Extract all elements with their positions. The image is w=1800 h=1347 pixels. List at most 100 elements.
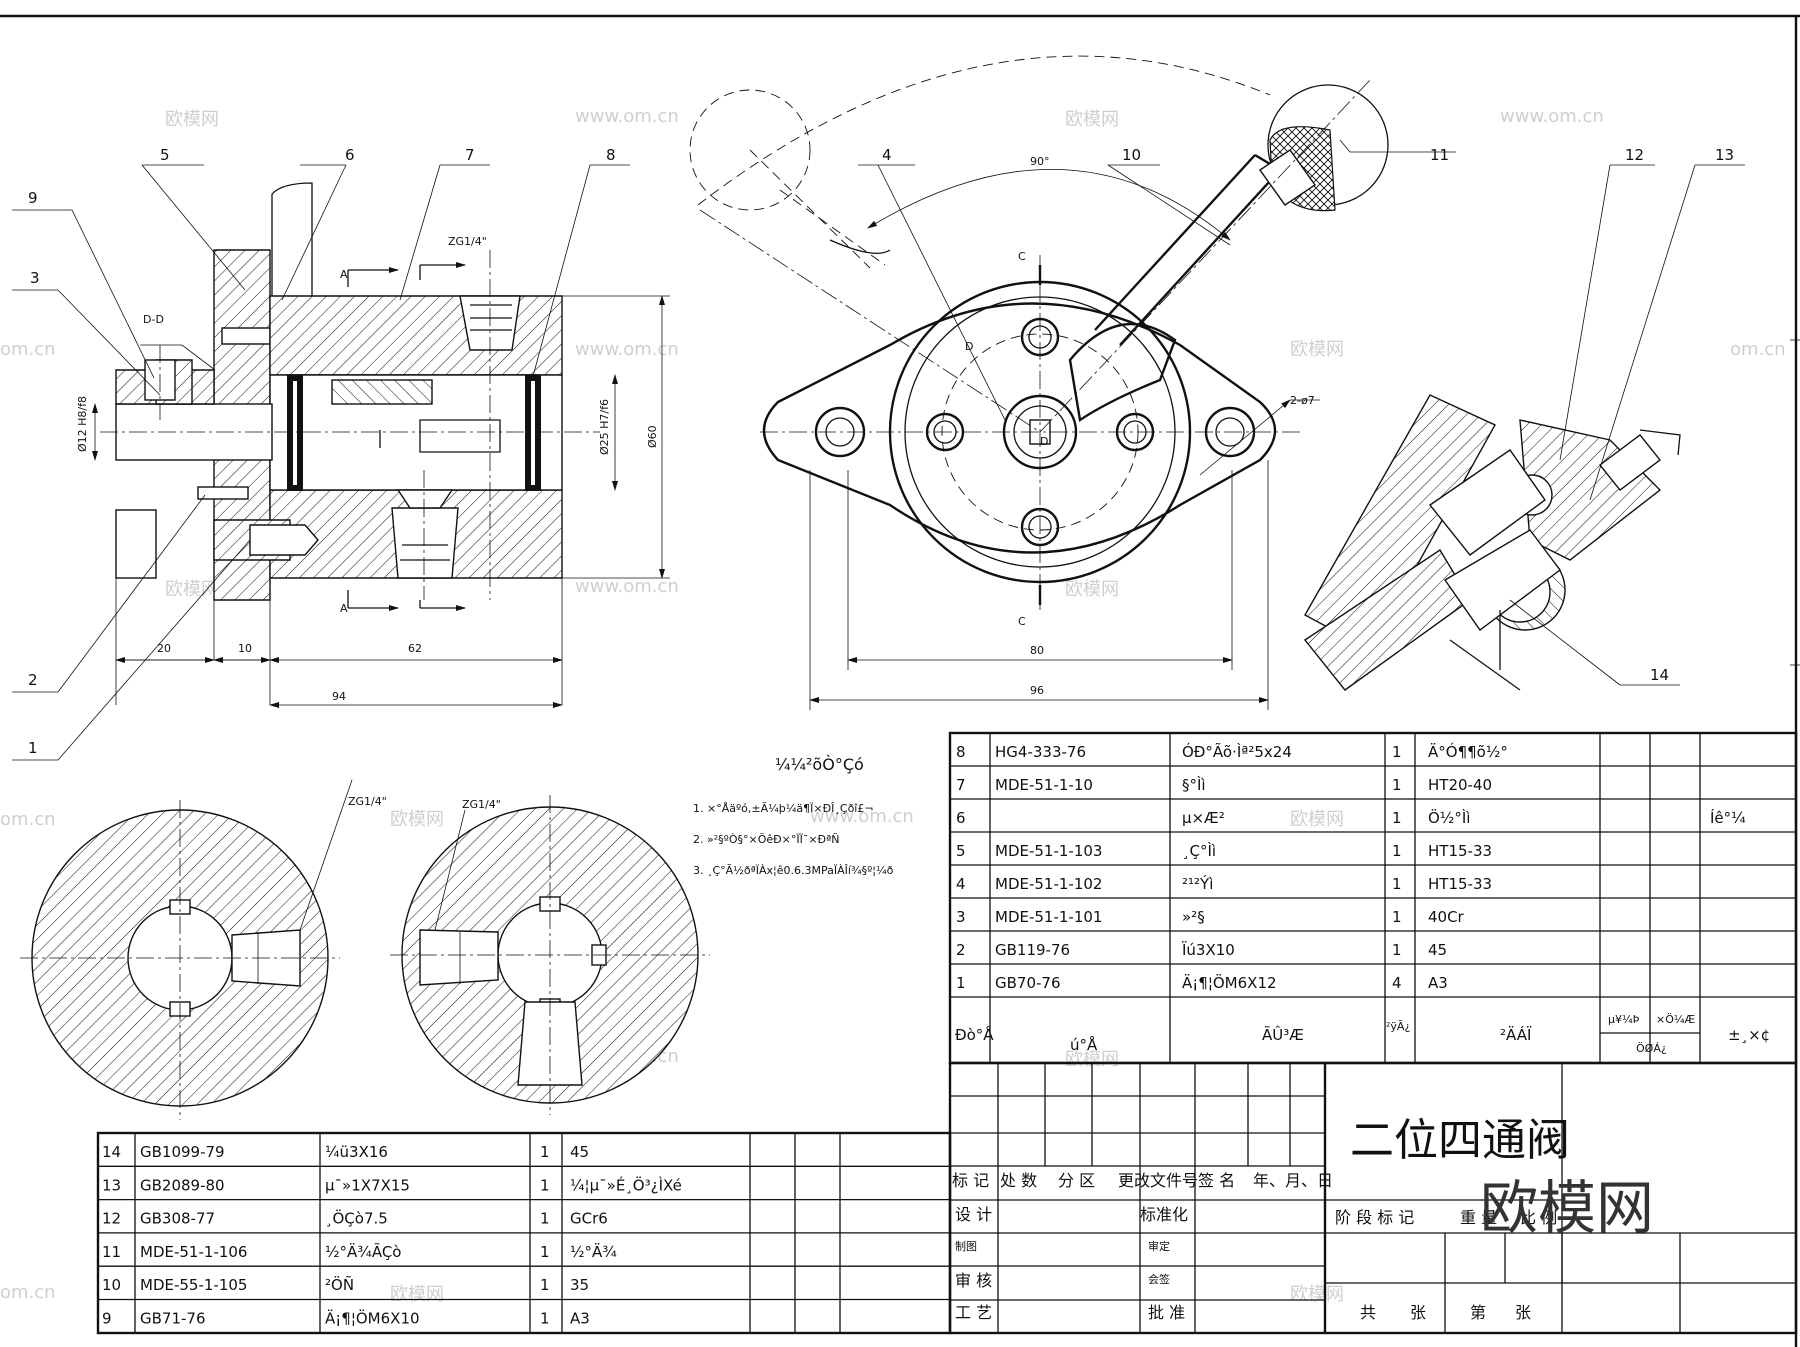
parts-upper-cell-name: Ä¡¶¦ÖM6X12	[1182, 973, 1277, 992]
callout-6: 6	[345, 146, 355, 164]
parts-upper-cell-code: HG4-333-76	[995, 743, 1086, 761]
label-draw: 制图	[955, 1240, 977, 1253]
thread-label: ZG1/4"	[348, 795, 387, 808]
parts-upper-cell-qty: 1	[1392, 842, 1402, 860]
parts-upper-cell-code: MDE-51-1-101	[995, 908, 1102, 926]
parts-upper-cell-name: ¸Ç°Ìì	[1182, 841, 1216, 860]
label-design: 设 计	[955, 1205, 992, 1224]
parts-lower-cell-no: 9	[102, 1310, 112, 1328]
parts-upper-cell-qty: 1	[1392, 875, 1402, 893]
parts-upper-cell-note: Íê°¼	[1710, 808, 1746, 827]
parts-upper-cell-name: Ïú3X10	[1182, 940, 1235, 959]
parts-lower-cell-no: 12	[102, 1210, 121, 1228]
parts-upper-cell-qty: 1	[1392, 809, 1402, 827]
parts-upper-cell-material: 40Cr	[1428, 908, 1465, 926]
callout-1: 1	[28, 739, 38, 757]
parts-lower-cell-qty: 1	[540, 1243, 550, 1261]
dimension-dia60: Ø60	[646, 425, 659, 448]
parts-upper-cell-code: GB119-76	[995, 941, 1070, 959]
parts-lower-cell-material: ½°Ä¾	[570, 1242, 617, 1261]
section-view-right: ZG1/4"	[390, 795, 710, 1115]
parts-lower-cell-no: 14	[102, 1143, 121, 1161]
dimension-80: 80	[1030, 644, 1044, 657]
parts-lower-cell-name: Ä¡¶¦ÖM6X10	[325, 1309, 420, 1328]
header-weight-group: ÖØÁ¿	[1636, 1042, 1667, 1055]
detail-view	[1303, 164, 1745, 691]
label-sheet-total: 共	[1360, 1303, 1376, 1322]
parts-upper-cell-code: MDE-51-1-102	[995, 875, 1102, 893]
parts-upper-cell-no: 7	[956, 776, 966, 794]
callout-10: 10	[1122, 146, 1141, 164]
watermark-url: www.om.cn	[575, 339, 679, 360]
parts-lower-cell-qty: 1	[540, 1210, 550, 1228]
parts-upper-cell-qty: 1	[1392, 941, 1402, 959]
watermark-url: om.cn	[0, 339, 56, 360]
label-sheet-unit: 张	[1410, 1303, 1426, 1322]
drawing-title: 二位四通阀	[1350, 1115, 1570, 1166]
parts-lower-cell-code: GB2089-80	[140, 1176, 225, 1194]
watermark-url: om.cn	[0, 809, 56, 830]
parts-lower-cell-material: ¼¦µ¯»É¸Ö³¿ÌXé	[570, 1175, 682, 1194]
watermark-cn: 欧模网	[165, 579, 219, 600]
parts-upper-cell-code: GB70-76	[995, 974, 1061, 992]
parts-lower-cell-code: MDE-51-1-106	[140, 1243, 247, 1261]
label-d: D	[1040, 435, 1048, 448]
parts-upper-cell-material: Ö½°Ìì	[1428, 808, 1470, 827]
callout-12: 12	[1625, 146, 1644, 164]
parts-upper-cell-qty: 1	[1392, 776, 1402, 794]
callout-4: 4	[882, 146, 892, 164]
label-process: 工 艺	[955, 1303, 992, 1322]
parts-lower-cell-material: 35	[570, 1276, 589, 1294]
parts-upper-cell-qty: 4	[1392, 974, 1402, 992]
notes-heading: ¼¼²õÒ°Çó	[775, 755, 864, 774]
label-sheet-no: 第	[1470, 1303, 1486, 1322]
section-c-label: C	[1018, 615, 1026, 628]
watermark-url: www.om.cn	[575, 106, 679, 127]
note-item: 3. ¸Ç°Ã½ðªÏÀx¦ê0.6.3MPaÏÀÎí¾§º¦¼ð	[693, 864, 894, 877]
callout-5: 5	[160, 146, 170, 164]
callout-11: 11	[1430, 146, 1449, 164]
dimension-10: 10	[238, 642, 252, 655]
parts-upper-cell-no: 5	[956, 842, 966, 860]
watermark-cn: 欧模网	[1065, 109, 1119, 130]
callout-2: 2	[28, 671, 38, 689]
label-approve: 批 准	[1148, 1303, 1185, 1322]
label-d: D	[965, 340, 973, 353]
thread-label: ZG1/4"	[448, 235, 487, 248]
dimension-96: 96	[1030, 684, 1044, 697]
parts-lower-cell-qty: 1	[540, 1276, 550, 1294]
parts-table-upper-header: Ðò°Å ú°Å ÃÛ³Æ ²ÿÃ¿ ²ÄÁÏ µ¥¼Þ ×Ö¼Æ ÖØÁ¿ ±…	[955, 1013, 1770, 1055]
holes-label: 2-ø7	[1290, 394, 1315, 407]
parts-lower-cell-name: ½°Ä¾ÃÇò	[325, 1242, 402, 1261]
header-note: ±¸×¢	[1728, 1026, 1770, 1044]
parts-upper-cell-no: 3	[956, 908, 966, 926]
dimension-dia12: Ø12 H8/f8	[76, 396, 89, 452]
parts-lower-cell-code: GB308-77	[140, 1210, 215, 1228]
parts-lower-cell-name: µ¯»1X7X15	[325, 1176, 410, 1194]
callout-3: 3	[30, 269, 40, 287]
row-header-change-doc: 更改文件号	[1118, 1171, 1198, 1190]
parts-lower-cell-code: GB1099-79	[140, 1143, 225, 1161]
parts-upper-cell-code: MDE-51-1-103	[995, 842, 1102, 860]
parts-lower-cell-material: 45	[570, 1143, 589, 1161]
label-countersign: 会签	[1148, 1272, 1170, 1286]
watermark-cn: 欧模网	[1290, 1284, 1344, 1305]
label-standard: 标准化	[1140, 1205, 1188, 1224]
parts-lower-cell-name: ²ÖÑ	[325, 1275, 354, 1294]
angle-label: 90°	[1030, 155, 1050, 168]
parts-upper-cell-material: A3	[1428, 974, 1448, 992]
section-a-label: A	[340, 268, 348, 281]
label-stage: 阶 段 标 记	[1335, 1208, 1414, 1227]
thread-label: ZG1/4"	[462, 798, 501, 811]
header-qty: ²ÿÃ¿	[1386, 1020, 1410, 1033]
watermark-url: om.cn	[1730, 339, 1786, 360]
section-dd-label: D-D	[143, 313, 164, 326]
row-header-date: 年、月、日	[1253, 1171, 1333, 1190]
technical-notes: ¼¼²õÒ°Çó 1. ×°Åäºó,±Ã¼þ¼ä¶Ï×ÐÎ¸Çðî£¬ 2. …	[693, 755, 894, 877]
label-check: 审 核	[955, 1271, 992, 1290]
label-sheet-unit: 张	[1515, 1303, 1531, 1322]
callout-9: 9	[28, 189, 38, 207]
parts-upper-cell-qty: 1	[1392, 908, 1402, 926]
parts-upper-cell-no: 1	[956, 974, 966, 992]
parts-lower-cell-no: 10	[102, 1276, 121, 1294]
